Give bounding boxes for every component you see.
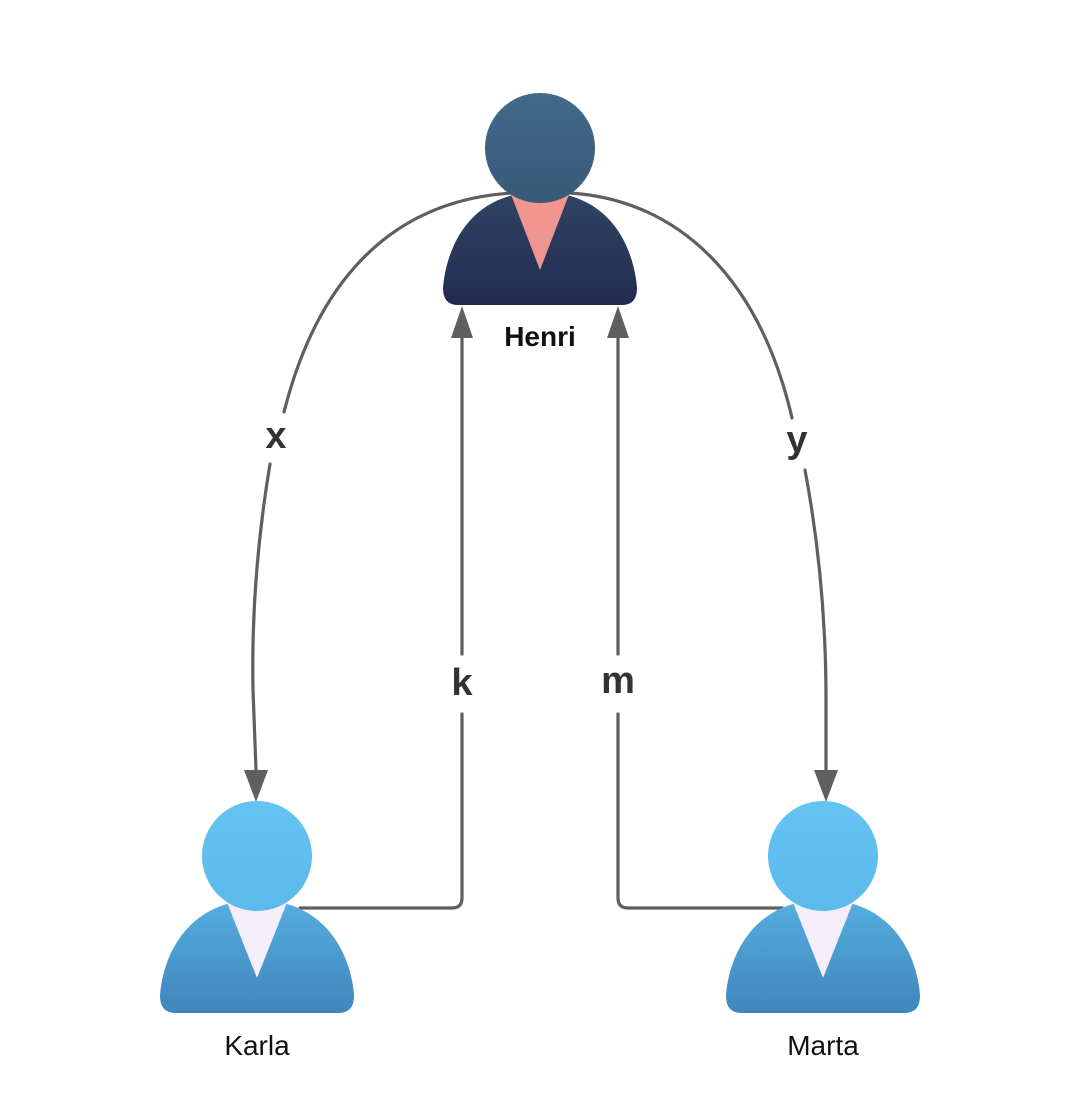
edge-k-arrowhead [451,306,473,338]
henri-head-icon [485,93,595,203]
henri-collar-icon [510,192,570,270]
edge-x-line-lower [251,462,272,772]
karla-head-icon [202,801,312,911]
marta-head-icon [768,801,878,911]
henri-name-label: Henri [504,321,576,352]
edge-x: x [244,191,514,802]
edge-x-label: x [265,415,286,457]
edge-m-arrowhead [607,306,629,338]
edge-k: k [298,306,473,910]
marta-collar-icon [792,900,854,978]
edge-k-label: k [451,662,473,704]
edge-y: y [568,191,838,802]
edge-m: m [601,306,784,910]
marta-name-label: Marta [787,1030,859,1061]
person-marta: Marta [726,801,920,1061]
edge-y-line-lower [803,468,828,772]
edge-y-arrowhead [814,770,838,802]
edge-m-line-lower [616,712,784,910]
edge-x-line-upper [282,191,514,414]
edge-y-line-upper [568,191,794,420]
karla-collar-icon [226,900,288,978]
person-henri: Henri [443,93,637,352]
edge-m-label: m [601,660,635,702]
edge-x-arrowhead [244,770,268,802]
edge-k-line-lower [298,712,464,910]
edge-y-label: y [786,419,807,461]
karla-name-label: Karla [224,1030,290,1061]
person-karla: Karla [160,801,354,1061]
